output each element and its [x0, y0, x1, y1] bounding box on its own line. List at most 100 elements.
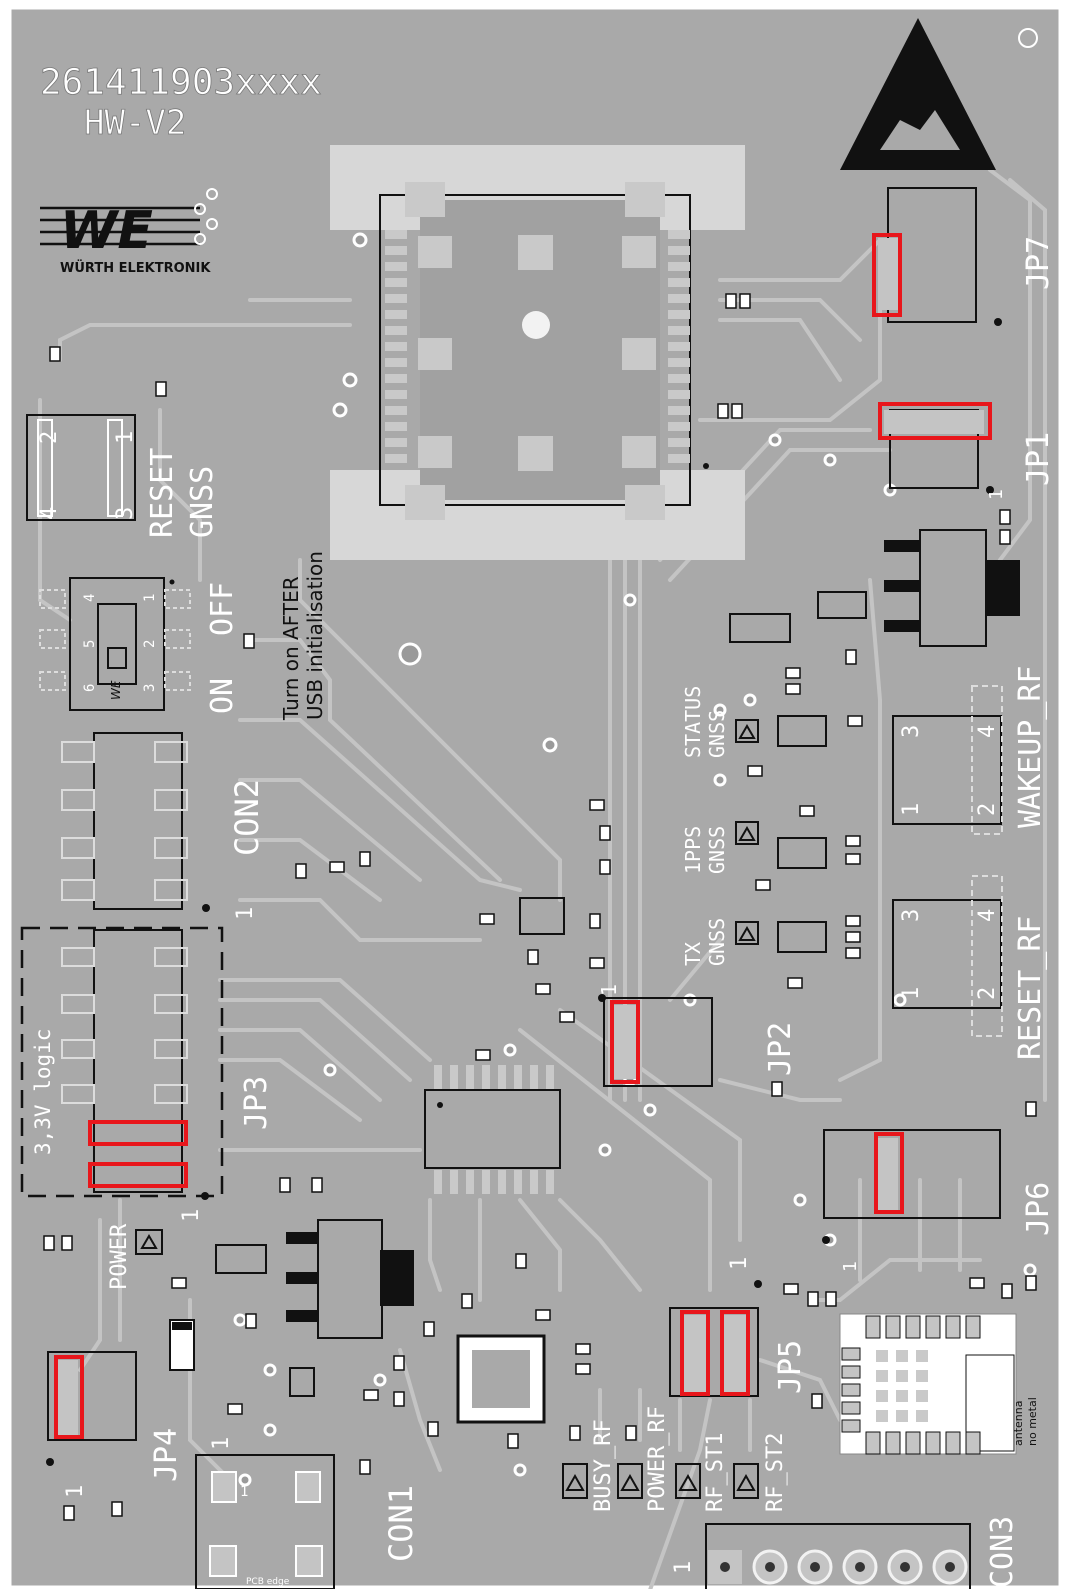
tx-gnss-label: GNSS	[705, 918, 729, 966]
jp6-label: JP6	[1021, 1182, 1056, 1236]
jp3-label: JP3	[239, 1076, 274, 1130]
jp7-jumper[interactable]	[872, 187, 1002, 326]
pin-label: 2	[142, 640, 158, 648]
power-label: POWER	[107, 1223, 132, 1290]
logo-text: WÜRTH ELEKTRONIK	[60, 260, 211, 276]
con3-label: CON3	[985, 1516, 1020, 1588]
usb-uart-ic	[424, 1065, 561, 1194]
part-number: 261411903xxxx	[40, 62, 322, 103]
pps-gnss-label: GNSS	[705, 826, 729, 874]
reset-rf-label: RESET_RF	[1013, 916, 1048, 1061]
pin-label: 1	[671, 1561, 696, 1574]
jp3-jumper-marker-upper	[88, 1120, 188, 1146]
pin-label: 1	[899, 987, 924, 1000]
jp4-jumper[interactable]	[46, 1351, 137, 1466]
pin-label: 2	[975, 803, 1000, 816]
on-label: ON	[205, 678, 240, 714]
con2-connector[interactable]	[61, 732, 210, 912]
jp1-label: JP1	[1021, 432, 1056, 486]
pps-label: 1PPS	[681, 826, 705, 874]
pin-label: 1	[986, 489, 1007, 500]
pin-label: 3	[899, 725, 924, 738]
jp7-label: JP7	[1021, 236, 1056, 290]
pin-label: 1	[727, 1257, 752, 1270]
jp1-jumper[interactable]	[878, 402, 994, 494]
off-label: OFF	[205, 582, 240, 636]
status-label: STATUS	[681, 686, 705, 758]
jp5-jumper-marker-left	[680, 1310, 710, 1396]
con1-label: CON1	[382, 1485, 420, 1562]
voltage-regulator	[215, 1219, 414, 1339]
pcb-edge-label: PCB edge	[246, 1577, 290, 1587]
gnss-module	[330, 145, 745, 560]
switch-brand: WE	[109, 680, 123, 700]
tx-label: TX	[681, 942, 705, 966]
rf-leds	[562, 1463, 759, 1499]
turn-on-after-note: Turn on AFTER	[279, 576, 303, 721]
power-led	[135, 1229, 163, 1255]
pin-label: 1	[899, 803, 924, 816]
pin-label: 6	[82, 684, 98, 692]
antenna-label: antenna	[1012, 1401, 1025, 1446]
jp3-jumper-block[interactable]	[20, 926, 224, 1200]
pin-label: 2	[37, 431, 62, 444]
pin-label: 1	[209, 1437, 234, 1450]
wakeup-rf-button[interactable]: 3 4 1 2	[892, 685, 1003, 835]
reset-label: RESET	[145, 448, 180, 538]
pin-label: 1	[233, 907, 258, 920]
usb-init-note: USB initialisation	[303, 551, 327, 720]
logo-we: WE	[60, 201, 153, 261]
gnss-label: GNSS	[185, 466, 220, 538]
pin-label: 5	[82, 640, 98, 648]
pin-label: 4	[37, 507, 62, 520]
jp5-jumper-marker-right	[720, 1310, 750, 1396]
reset-gnss-button[interactable]: 2 1 4 3	[26, 414, 138, 521]
pin-label: 3	[899, 909, 924, 922]
jp3-jumper-marker-lower	[88, 1162, 188, 1188]
jp5-jumper-block[interactable]	[669, 1280, 762, 1397]
pin-label: 4	[975, 725, 1000, 738]
rf-regulator	[729, 529, 1020, 647]
passive-components	[43, 293, 1037, 1521]
reset-rf-button[interactable]: 3 4 1 2	[892, 875, 1003, 1037]
pin-label: 1	[179, 1209, 204, 1222]
rf-st1-label: RF_ST1	[703, 1433, 728, 1512]
jp4-label: JP4	[149, 1428, 184, 1482]
pin-label: 4	[975, 909, 1000, 922]
jp2-label: JP2	[763, 1022, 798, 1076]
jp7-jumper-marker	[872, 233, 902, 317]
con1-usb-connector[interactable]: 1 PCB edge	[195, 1454, 335, 1589]
jp1-jumper-marker	[878, 402, 992, 440]
jp6-jumper-marker	[874, 1132, 904, 1214]
pin-label: 1	[142, 594, 158, 602]
pin-label: 3	[142, 684, 158, 692]
pin-label: 4	[82, 594, 98, 602]
status-gnss-label: GNSS	[705, 710, 729, 758]
pin-label: 1	[597, 984, 621, 996]
pin-label: 1	[63, 1485, 88, 1498]
wurth-logo: WE WÜRTH ELEKTRONIK	[40, 188, 218, 276]
mcu-qfn	[456, 1334, 546, 1424]
con3-header[interactable]	[705, 1523, 971, 1589]
hw-version: HW-V2	[84, 103, 186, 143]
jp5-label: JP5	[773, 1340, 808, 1394]
pin-label: 3	[113, 507, 138, 520]
wakeup-rf-label: WAKEUP_RF	[1013, 665, 1048, 828]
pin-label: 1	[840, 1261, 861, 1272]
esd-warning-icon	[840, 18, 1038, 170]
jp4-jumper-marker	[54, 1355, 84, 1439]
rf-module: antenna no metal	[839, 1313, 1039, 1455]
jp2-jumper-marker	[610, 1000, 640, 1084]
con2-label: CON2	[228, 779, 266, 856]
jp2-jumper[interactable]	[598, 994, 713, 1087]
jp6-jumper[interactable]	[822, 1129, 1001, 1244]
logic-level-label: 3,3V logic	[31, 1029, 55, 1155]
no-metal-label: no metal	[1026, 1397, 1039, 1446]
pin-label: 2	[975, 987, 1000, 1000]
status-leds	[735, 715, 827, 953]
rf-st2-label: RF_ST2	[763, 1433, 788, 1512]
on-off-switch[interactable]: 4 5 6 1 2 3 WE	[39, 577, 191, 711]
pin-label: 1	[240, 1484, 248, 1500]
